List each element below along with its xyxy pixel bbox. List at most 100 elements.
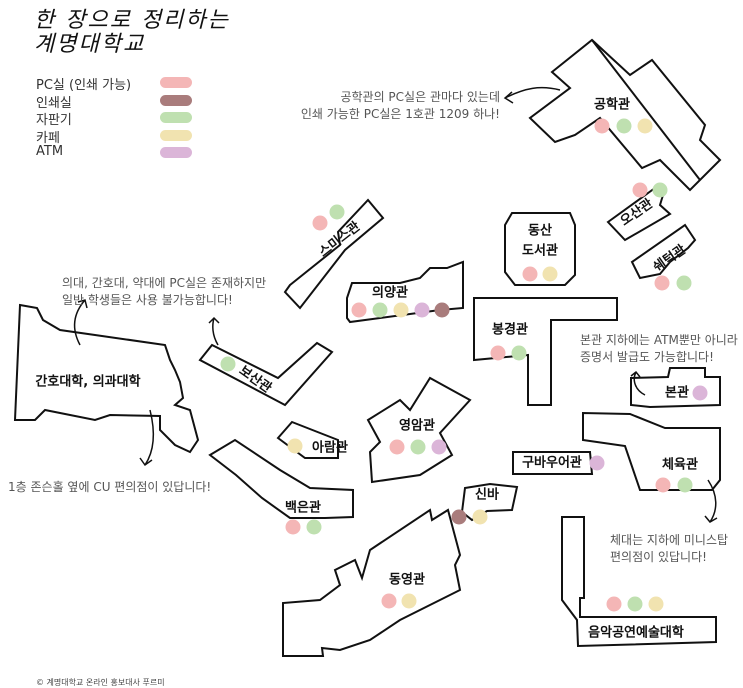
outline-baekeun bbox=[208, 438, 354, 519]
title-line-1: 한 장으로 정리하는 bbox=[34, 8, 230, 33]
facility-dot-vending bbox=[677, 477, 693, 493]
facility-dot-vending bbox=[676, 275, 692, 291]
facility-dot-vending bbox=[627, 596, 643, 612]
legend-label: 인쇄실 bbox=[36, 95, 72, 111]
facility-dot-vending bbox=[372, 302, 388, 318]
copyright-footer: © 계명대학교 온라인 홍보대사 푸르미 bbox=[36, 678, 165, 687]
arrow-bosan bbox=[208, 316, 220, 346]
building-label[interactable]: 체육관 bbox=[662, 457, 698, 473]
legend-swatch bbox=[160, 77, 192, 88]
facility-dot-atm bbox=[431, 439, 447, 455]
facility-dot-vending bbox=[220, 356, 236, 372]
note-line: 편의점이 있답니다! bbox=[610, 550, 707, 564]
note-engineering: 공학관의 PC실은 관마다 있는데 인쇄 가능한 PC실은 1호관 1209 하… bbox=[301, 89, 500, 123]
legend-swatch bbox=[160, 94, 192, 106]
facility-dot-cafe bbox=[637, 118, 653, 134]
facility-dot-pc bbox=[490, 345, 506, 361]
note-main-hall: 본관 지하에는 ATM뿐만 아니라 증명서 발급도 가능합니다! bbox=[580, 332, 738, 366]
building-label[interactable]: 공학관 bbox=[594, 97, 630, 113]
title-line-2: 계명대학교 bbox=[34, 32, 146, 57]
arrow-main-hall bbox=[630, 370, 646, 396]
arrow-gym bbox=[704, 479, 718, 523]
facility-dot-pc bbox=[351, 302, 367, 318]
building-label[interactable]: 간호대학, 의과대학 bbox=[35, 374, 141, 390]
outline-shettuck bbox=[630, 223, 697, 280]
legend-label: 카페 bbox=[36, 130, 60, 146]
outline-gym bbox=[582, 411, 721, 491]
facility-dot-vending bbox=[329, 204, 345, 220]
outline-medical bbox=[13, 303, 200, 454]
building-label[interactable]: 구바우어관 bbox=[522, 455, 582, 471]
outline-library bbox=[504, 212, 576, 286]
facility-dot-pc bbox=[654, 275, 670, 291]
note-line: 공학관의 PC실은 관마다 있는데 bbox=[340, 90, 500, 104]
facility-dot-vending bbox=[410, 439, 426, 455]
outline-dongyeong bbox=[282, 508, 462, 657]
legend-label: PC실 (인쇄 가능) bbox=[36, 78, 132, 93]
building-label[interactable]: 신바 bbox=[475, 487, 499, 503]
arrow-medical-down bbox=[139, 409, 155, 467]
legend-item-print: 인쇄실 bbox=[36, 92, 196, 111]
building-label[interactable]: 아람관 bbox=[312, 440, 348, 456]
building-label[interactable]: 동산 도서관 bbox=[522, 223, 558, 259]
building-label[interactable]: 음악공연예술대학 bbox=[588, 625, 684, 641]
facility-dot-pc bbox=[285, 519, 301, 535]
facility-dot-pc bbox=[632, 182, 648, 198]
facility-dot-pc bbox=[522, 266, 538, 282]
outline-music bbox=[561, 516, 717, 648]
facility-dot-cafe bbox=[648, 596, 664, 612]
outline-engineering-inner bbox=[591, 39, 701, 181]
facility-dot-atm bbox=[589, 455, 605, 471]
legend-swatch bbox=[160, 129, 192, 141]
outline-aram bbox=[276, 420, 339, 459]
facility-dot-cafe bbox=[472, 509, 488, 525]
note-medical: 의대, 간호대, 약대에 PC실은 존재하지만 일반 학생들은 사용 불가능합니… bbox=[62, 275, 266, 309]
note-line: 체대는 지하에 미니스탑 bbox=[610, 533, 729, 547]
outline-bosan bbox=[198, 341, 334, 407]
legend-item-pc: PC실 (인쇄 가능) bbox=[36, 74, 196, 93]
facility-dot-pc bbox=[594, 118, 610, 134]
building-label[interactable]: 의양관 bbox=[372, 285, 408, 301]
note-line: 인쇄 가능한 PC실은 1호관 1209 하나! bbox=[300, 107, 500, 121]
facility-dot-print bbox=[434, 302, 450, 318]
facility-dot-pc bbox=[381, 593, 397, 609]
facility-dot-vending bbox=[616, 118, 632, 134]
arrow-medical-up bbox=[73, 299, 88, 346]
legend-item-atm: ATM bbox=[36, 144, 196, 160]
legend-label: ATM bbox=[36, 144, 64, 159]
note-line: 1층 존슨홀 옆에 CU 편의점이 있답니다! bbox=[8, 480, 212, 494]
legend-item-vending: 자판기 bbox=[36, 109, 196, 128]
note-line: 본관 지하에는 ATM뿐만 아니라 bbox=[580, 333, 738, 347]
facility-dot-pc bbox=[655, 477, 671, 493]
facility-dot-cafe bbox=[393, 302, 409, 318]
building-label[interactable]: 봉경관 bbox=[492, 322, 528, 338]
facility-dot-cafe bbox=[542, 266, 558, 282]
legend-item-cafe: 카페 bbox=[36, 127, 196, 146]
arrow-engineering bbox=[503, 86, 561, 104]
building-label[interactable]: 동영관 bbox=[389, 572, 425, 588]
facility-dot-atm bbox=[692, 385, 708, 401]
facility-dot-cafe bbox=[287, 438, 303, 454]
facility-dot-print bbox=[451, 509, 467, 525]
outline-gubawoo bbox=[512, 451, 594, 475]
building-label[interactable]: 백은관 bbox=[285, 500, 321, 516]
facility-dot-pc bbox=[606, 596, 622, 612]
facility-dot-cafe bbox=[401, 593, 417, 609]
note-line: 일반 학생들은 사용 불가능합니다! bbox=[62, 293, 233, 307]
facility-dot-pc bbox=[389, 439, 405, 455]
note-gym: 체대는 지하에 미니스탑 편의점이 있답니다! bbox=[610, 532, 728, 566]
facility-dot-vending bbox=[511, 345, 527, 361]
note-cu: 1층 존슨홀 옆에 CU 편의점이 있답니다! bbox=[8, 479, 211, 496]
note-line: 의대, 간호대, 약대에 PC실은 존재하지만 bbox=[62, 276, 267, 290]
building-label[interactable]: 영암관 bbox=[399, 418, 435, 434]
outline-engineering bbox=[528, 38, 722, 192]
facility-dot-vending bbox=[306, 519, 322, 535]
note-line: 증명서 발급도 가능합니다! bbox=[580, 350, 714, 364]
building-label[interactable]: 본관 bbox=[665, 385, 689, 401]
outline-main-hall bbox=[630, 367, 721, 409]
legend-swatch bbox=[160, 112, 192, 123]
facility-dot-pc bbox=[312, 215, 328, 231]
facility-dot-atm bbox=[414, 302, 430, 318]
note-arrows bbox=[73, 86, 718, 523]
